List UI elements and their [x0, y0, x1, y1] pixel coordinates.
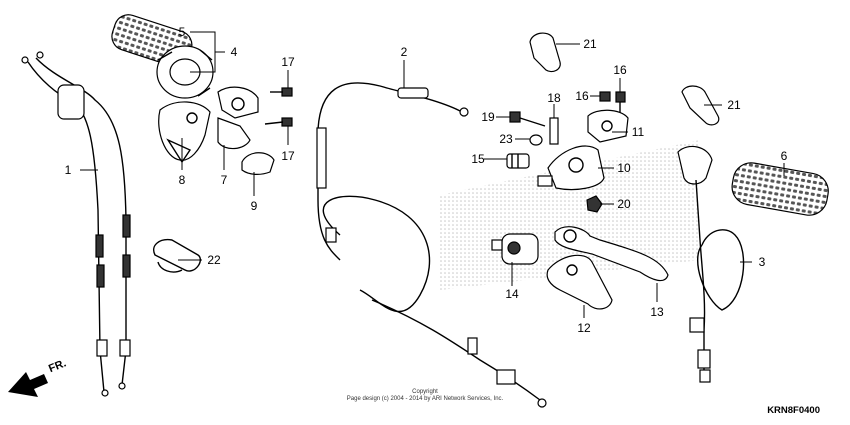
callout-3: 3	[759, 255, 766, 269]
callout-7: 7	[221, 173, 228, 187]
part-clutch-cable	[316, 82, 547, 408]
part-lever-guard	[546, 254, 613, 310]
part-cable-adjuster	[506, 153, 530, 169]
callout-2: 2	[401, 45, 408, 59]
part-throttle-housing	[217, 86, 259, 150]
front-arrow-icon	[8, 372, 48, 397]
callout-16b: 16	[613, 63, 627, 77]
callout-9: 9	[251, 199, 258, 213]
callout-20: 20	[617, 197, 631, 211]
part-right-grip	[111, 14, 214, 99]
callout-21b: 21	[727, 98, 741, 112]
callout-11: 11	[632, 125, 645, 139]
callout-numbers: 1 2 3 4 5 6 7 8 9 10 11 12 13 14 15 16 1…	[65, 25, 788, 335]
callout-15: 15	[471, 152, 485, 166]
part-washer	[529, 134, 543, 146]
callout-17a: 17	[281, 55, 295, 69]
part-bracket-holder	[587, 109, 629, 143]
callout-10: 10	[617, 161, 631, 175]
part-engine-stop-switch	[491, 233, 539, 265]
part-throttle-housing-cover	[158, 101, 211, 164]
callout-22: 22	[207, 253, 221, 267]
callout-18: 18	[547, 91, 561, 105]
copyright-notice: Page design (c) 2004 - 2014 by ARI Netwo…	[346, 396, 504, 402]
part-screw	[264, 87, 293, 127]
part-clutch-lever-bracket	[537, 145, 605, 191]
part-nut	[586, 195, 603, 213]
part-hot-start-cable	[677, 145, 745, 383]
part-band-clamp	[153, 238, 202, 273]
callout-23: 23	[499, 132, 513, 146]
callout-6: 6	[781, 149, 788, 163]
copyright-title: Copyright	[412, 389, 438, 395]
diagram-code: KRN8F0400	[767, 405, 820, 416]
callout-19: 19	[481, 110, 495, 124]
part-pivot-bolt	[549, 117, 559, 145]
part-clutch-lever	[554, 226, 669, 282]
callout-14: 14	[505, 287, 519, 301]
callout-8: 8	[179, 173, 186, 187]
callout-5: 5	[179, 25, 186, 39]
part-cable-guide	[241, 152, 275, 175]
part-cable-clamp	[529, 32, 720, 126]
part-throttle-cable	[21, 51, 131, 397]
callout-1: 1	[65, 163, 72, 177]
callout-12: 12	[577, 321, 591, 335]
callout-13: 13	[650, 305, 664, 319]
leader-lines	[80, 31, 785, 318]
callout-16a: 16	[575, 89, 589, 103]
callout-4: 4	[231, 45, 238, 59]
callout-17b: 17	[281, 149, 295, 163]
part-left-grip	[731, 162, 829, 216]
callout-21a: 21	[583, 37, 597, 51]
